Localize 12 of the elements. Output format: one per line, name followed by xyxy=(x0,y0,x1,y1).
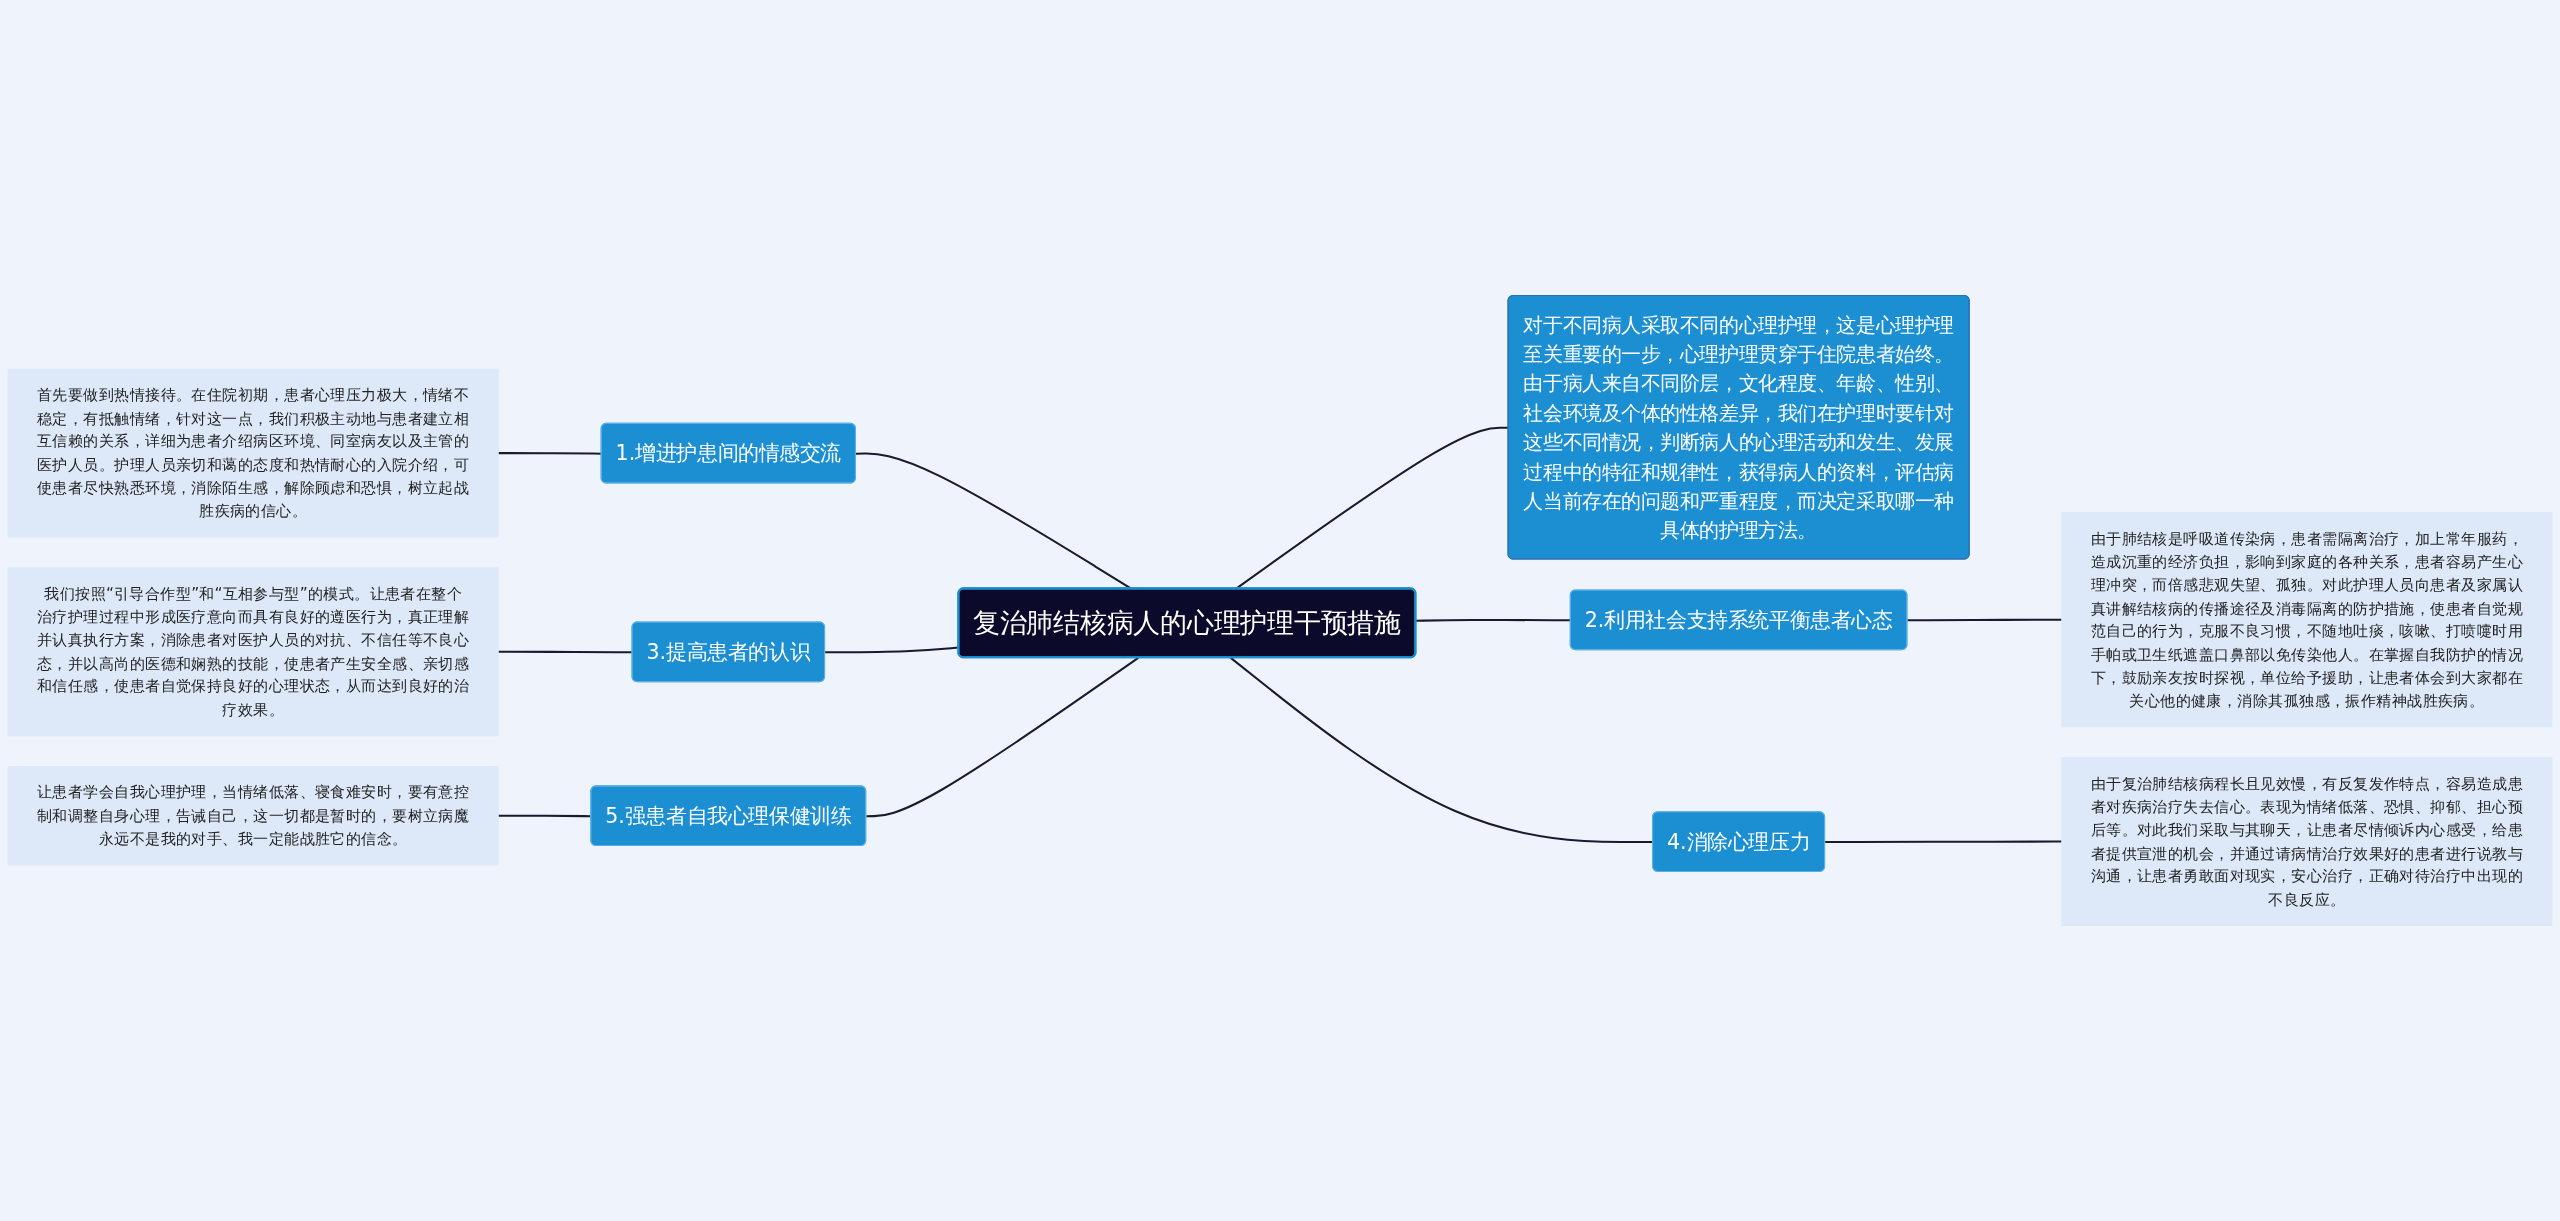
connector xyxy=(498,452,602,455)
connector xyxy=(498,650,633,654)
node-box: 由于肺结核是呼吸道传染病，患者需隔离治疗，加上常年服药，造成沉重的经济负担，影响到家庭的各种关系，患者容易产生心理冲突，而倍感悲观失望、孤独。对此护理人员向患者及家属认真讲解结核病的传播途径及消毒隔离的防护措施，使患者自觉规范自己的行为，克服不良习惯，不随地吐痰，咳嗽、打喷嚏时用手帕或卫生纸遮盖口鼻部以免传染他人。在掌握自我防护的情况下，鼓励亲友按时探视，单位给予援助，让患者体会到大家都在关心他的健康，消除其孤独感，振作精神战胜疾病。 xyxy=(2061,512,2553,728)
connector xyxy=(1825,840,2062,844)
node-box: 我们按照“引导合作型”和“互相参与型”的模式。让患者在整个治疗护理过程中形成医疗意向而具有良好的遵医行为，真正理解并认真执行方案，消除患者对医护人员的对抗、不信任等不良心态，并以高尚的医德和娴熟的技能，使患者产生安全感、亲切感和信任感，使患者自觉保持良好的心理状态，从而达到良好的治疗效果。 xyxy=(7,567,499,737)
connector xyxy=(1907,618,2062,622)
node-box: 首先要做到热情接待。在住院初期，患者心理压力极大，情绪不稳定，有抵触情绪，针对这一点，我们积极主动地与患者建立相互信赖的关系，详细为患者介绍病区环境、同室病友以及主管的医护人员。护理人员亲切和蔼的态度和热情耐心的入院介绍，可使患者尽快熟悉环境，消除陌生感，解除顾虑和恐惧，树立起战胜疾病的信心。 xyxy=(7,368,499,538)
connector xyxy=(866,657,1139,818)
node-box: 让患者学会自我心理护理，当情绪低落、寝食难安时，要有意控制和调整自身心理，告诫自己，这一切都是暂时的，要树立病魔永远不是我的对手、我一定能战胜它的信念。 xyxy=(7,766,499,866)
node-box: 由于复治肺结核病程长且见效慢，有反复发作特点，容易造成患者对疾病治疗失去信心。表现为情绪低落、恐惧、抑郁、担心预后等。对此我们采取与其聊天，让患者尽情倾诉内心感受，给患者提供宣泄的机会，并通过请病情治疗效果好的患者进行说教与沟通，让患者勇敢面对现实，安心治疗，正确对待治疗中出现的不良反应。 xyxy=(2061,757,2553,926)
connector xyxy=(825,646,959,654)
connector xyxy=(1415,618,1571,622)
